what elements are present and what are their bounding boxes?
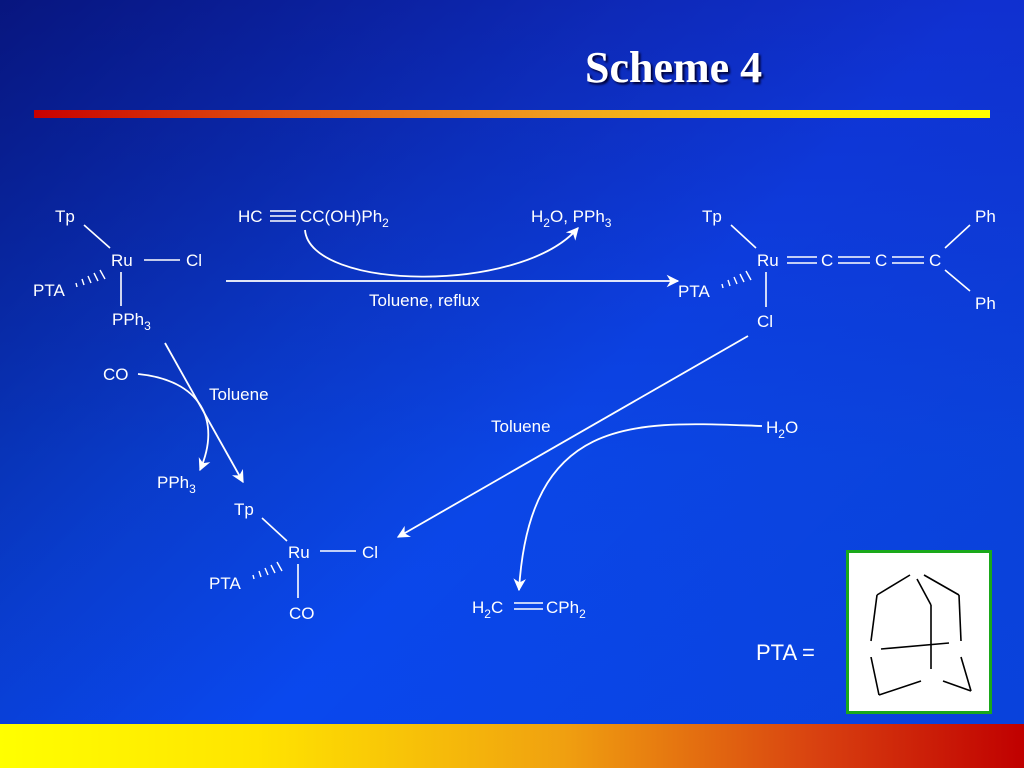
reactant-pta-label: PTA xyxy=(33,281,65,300)
allenylidene-ph-bottom: Ph xyxy=(975,294,996,313)
byproduct-h2o-pph3: H2O, PPh3 xyxy=(531,207,612,230)
carbonyl-complex: Tp Ru Cl PTA CO xyxy=(209,500,378,623)
alkene-h2c-label: H2C xyxy=(472,598,503,621)
carbonyl-co-label: CO xyxy=(289,604,315,623)
carbonyl-ru-label: Ru xyxy=(288,543,310,562)
alkyne-to-byproduct-arrow xyxy=(304,227,579,278)
carbonyl-cl-label: Cl xyxy=(362,543,378,562)
reactant-tp-label: Tp xyxy=(55,207,75,226)
co-curved-arrow xyxy=(137,373,211,472)
allenylidene-tp-bond xyxy=(730,224,757,249)
allenylidene-c1-label: C xyxy=(821,251,833,270)
allenylidene-complex: Tp Ru C C C Ph Ph PTA Cl xyxy=(678,207,996,331)
propargyl-alcohol-reagent: HC CC(OH)Ph2 xyxy=(238,207,389,230)
allenylidene-tp-label: Tp xyxy=(702,207,722,226)
co-reagent-label: CO xyxy=(103,365,129,384)
carbonyl-tp-label: Tp xyxy=(234,500,254,519)
alkene-cph2-label: CPh2 xyxy=(546,598,586,621)
pph3-released-label: PPh3 xyxy=(157,473,196,496)
alkyne-hc-label: HC xyxy=(238,207,263,226)
conditions-toluene-3: Toluene xyxy=(491,417,551,436)
alkene-product: H2C CPh2 xyxy=(472,598,586,621)
pta-n-atom-left: N xyxy=(863,642,875,661)
allenylidene-ru-label: Ru xyxy=(757,251,779,270)
allenylidene-pta-label: PTA xyxy=(678,282,710,301)
c3-ph-bottom-bond xyxy=(944,269,971,292)
carbonyl-pta-label: PTA xyxy=(209,574,241,593)
reactant-hashed-bond xyxy=(75,269,106,288)
water-label: H2O xyxy=(766,418,798,441)
alkene-double-bond xyxy=(514,602,543,610)
reactant-pph3-label: PPh3 xyxy=(112,310,151,333)
pta-n-atom-bottom: N xyxy=(924,669,936,688)
slide-title: Scheme 4 xyxy=(585,43,763,92)
carbonyl-hashed-bond xyxy=(252,561,283,580)
conditions-toluene-2: Toluene xyxy=(209,385,269,404)
reactant-cl-label: Cl xyxy=(186,251,202,270)
c1-c2-double-bond xyxy=(838,256,870,264)
allenylidene-hashed-bond xyxy=(721,270,752,289)
title-underline-rule xyxy=(34,110,990,118)
reactant-ru-label: Ru xyxy=(111,251,133,270)
alkyne-cc-label: CC(OH)Ph2 xyxy=(300,207,389,230)
reactant-tp-bond xyxy=(83,224,111,249)
water-curved-arrow xyxy=(513,423,763,592)
allenylidene-ph-top: Ph xyxy=(975,207,996,226)
pta-structure-box: P N N N xyxy=(846,550,992,714)
allenylidene-c3-label: C xyxy=(929,251,941,270)
bottom-gradient-bar xyxy=(0,724,1024,768)
reactant-complex: Tp Ru Cl PTA PPh3 xyxy=(33,207,202,333)
pta-legend-label: PTA = xyxy=(756,640,815,665)
pta-p-atom: P xyxy=(910,566,921,585)
pta-structure-drawing: P N N N xyxy=(863,566,972,696)
allenylidene-cl-label: Cl xyxy=(757,312,773,331)
c2-c3-double-bond xyxy=(892,256,924,264)
pta-n-atom-right: N xyxy=(955,642,967,661)
to-carbonyl-from-allenylidene-arrow xyxy=(396,335,749,538)
to-carbonyl-arrow xyxy=(164,342,244,484)
carbonyl-tp-bond xyxy=(261,517,288,542)
alkyne-triple-bond xyxy=(270,210,296,222)
c3-ph-top-bond xyxy=(944,224,971,249)
ru-c-double-bond xyxy=(787,256,817,264)
conditions-toluene-reflux: Toluene, reflux xyxy=(369,291,480,310)
allenylidene-c2-label: C xyxy=(875,251,887,270)
